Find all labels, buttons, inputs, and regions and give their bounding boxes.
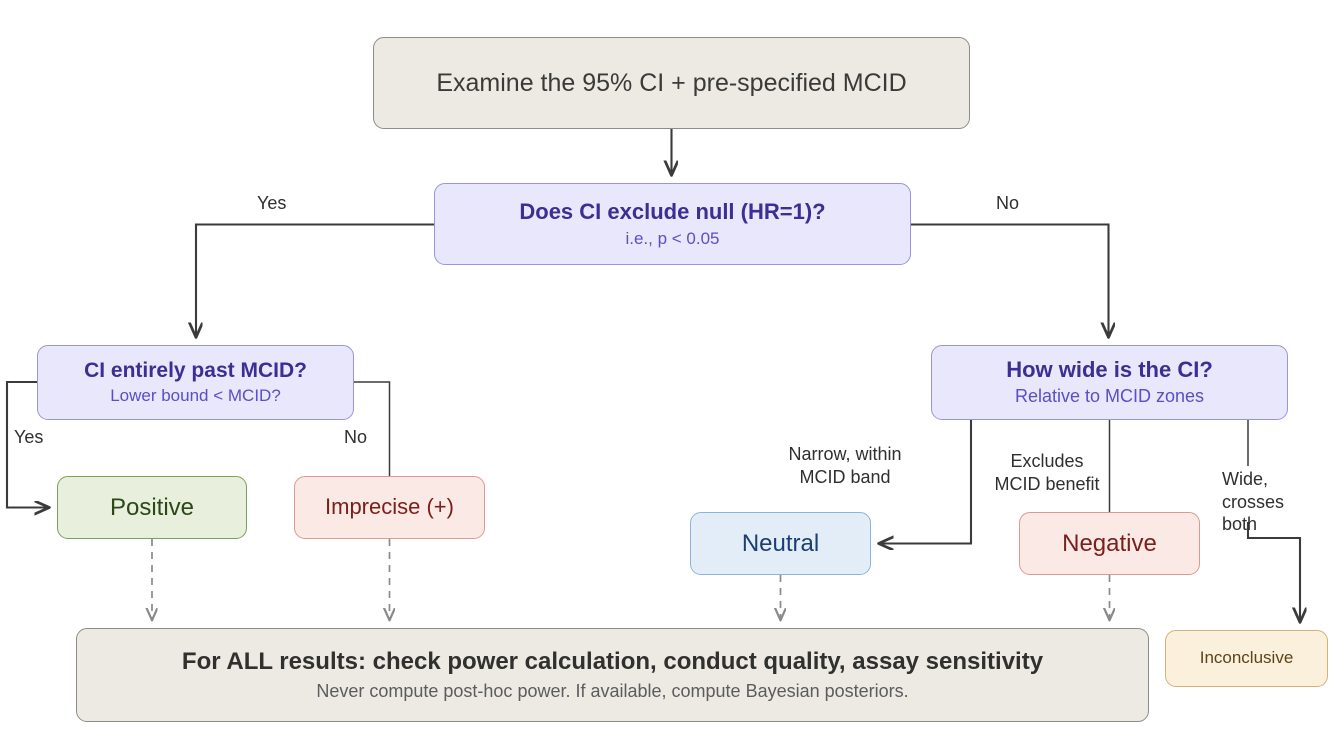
edge-q1-yes-to-q2 (196, 223, 434, 338)
node-outcome-positive[interactable]: Positive (57, 476, 247, 539)
node-subtitle: Never compute post-hoc power. If availab… (316, 681, 909, 702)
node-title: Negative (1062, 529, 1157, 557)
node-title: CI entirely past MCID? (84, 359, 307, 383)
node-question-ci-excludes-null[interactable]: Does CI exclude null (HR=1)? i.e., p < 0… (434, 183, 911, 265)
node-outcome-neutral[interactable]: Neutral (690, 512, 871, 575)
node-title: Does CI exclude null (HR=1)? (519, 198, 826, 224)
node-outcome-imprecise[interactable]: Imprecise (+) (294, 476, 485, 539)
node-title: For ALL results: check power calculation… (181, 647, 1044, 675)
node-title: How wide is the CI? (1006, 357, 1213, 383)
node-subtitle: i.e., p < 0.05 (625, 228, 720, 248)
node-question-ci-past-mcid[interactable]: CI entirely past MCID? Lower bound < MCI… (37, 345, 354, 420)
node-outcome-negative[interactable]: Negative (1019, 512, 1200, 575)
edge-label-no-top: No (996, 193, 1020, 213)
node-outcome-inconclusive[interactable]: Inconclusive (1165, 630, 1328, 687)
node-subtitle: Relative to MCID zones (1014, 385, 1205, 406)
edge-label-narrow-within-mcid-band: Narrow, within MCID band (788, 444, 902, 487)
edge-label-yes-top: Yes (257, 193, 287, 213)
edge-label-wide-crosses-both: Wide, crosses both (1222, 469, 1285, 534)
node-footer-all-results[interactable]: For ALL results: check power calculation… (76, 628, 1149, 722)
edge-q3-to-inconclusive (1246, 522, 1300, 622)
node-title: Imprecise (+) (325, 494, 454, 520)
node-title: Examine the 95% CI + pre-specified MCID (436, 68, 907, 97)
edge-q1-no-to-q3 (911, 223, 1109, 338)
node-subtitle: Lower bound < MCID? (110, 385, 281, 405)
edge-label-no-left: No (344, 427, 368, 447)
node-title: Positive (109, 493, 195, 521)
edge-label-yes-left: Yes (14, 427, 44, 447)
edge-label-excludes-mcid-benefit: Excludes MCID benefit (994, 451, 1100, 494)
node-title: Inconclusive (1199, 648, 1294, 668)
node-question-ci-width[interactable]: How wide is the CI? Relative to MCID zon… (931, 345, 1288, 420)
node-examine-ci-mcid[interactable]: Examine the 95% CI + pre-specified MCID (373, 37, 970, 129)
node-title: Neutral (741, 529, 820, 557)
